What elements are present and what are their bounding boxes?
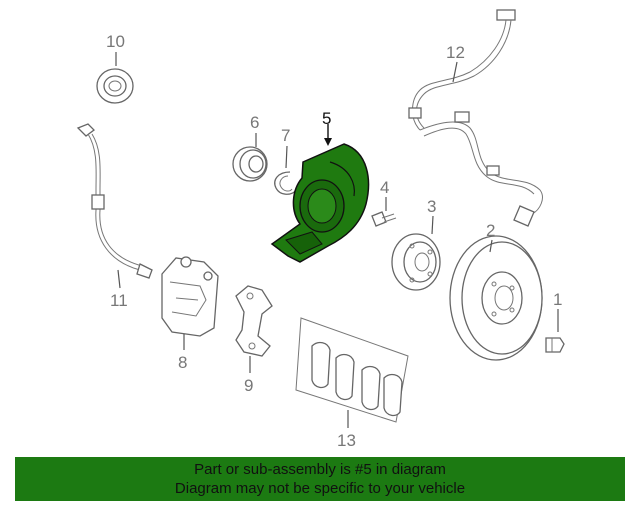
part-13-brake-pads[interactable] (295, 317, 409, 423)
arrow-5 (324, 138, 332, 146)
callout-7[interactable]: 7 (281, 126, 290, 145)
banner-line-2: Diagram may not be specific to your vehi… (174, 480, 466, 497)
part-5-splash-shield[interactable] (270, 143, 370, 263)
part-9-caliper-bracket[interactable] (235, 285, 273, 357)
callout-13[interactable]: 13 (337, 431, 356, 450)
callout-1[interactable]: 1 (553, 290, 562, 309)
leader-11 (117, 269, 121, 289)
callout-5[interactable]: 5 (322, 109, 331, 128)
parts-diagram: 10 11 12 6 7 (76, 9, 565, 450)
callout-6[interactable]: 6 (250, 113, 259, 132)
callout-3[interactable]: 3 (427, 197, 436, 216)
callout-11[interactable]: 11 (110, 291, 128, 310)
part-3-hub[interactable] (391, 233, 441, 291)
callout-12[interactable]: 12 (446, 43, 465, 62)
callout-10[interactable]: 10 (106, 32, 125, 51)
part-1-bleeder[interactable] (545, 337, 565, 353)
callout-9[interactable]: 9 (244, 376, 253, 395)
part-8-caliper[interactable] (161, 256, 219, 337)
part-2-brake-rotor[interactable] (449, 235, 543, 361)
part-10-seal[interactable] (96, 68, 134, 104)
callout-4[interactable]: 4 (380, 178, 389, 197)
leader-2 (489, 239, 493, 253)
callout-2[interactable]: 2 (486, 221, 495, 240)
part-11-brake-hose[interactable] (76, 123, 153, 279)
leader-7 (285, 145, 288, 169)
part-6-wheel-bearing[interactable] (232, 146, 268, 182)
banner-line-1: Part or sub-assembly is #5 in diagram (194, 461, 446, 478)
info-banner: Part or sub-assembly is #5 in diagram Di… (15, 457, 625, 501)
part-12-abs-sensor[interactable] (408, 9, 543, 227)
part-7-snap-ring[interactable] (274, 171, 297, 195)
callout-8[interactable]: 8 (178, 353, 187, 372)
leader-12 (452, 61, 458, 83)
part-4-bolt[interactable] (371, 211, 397, 227)
leader-3 (431, 215, 434, 235)
